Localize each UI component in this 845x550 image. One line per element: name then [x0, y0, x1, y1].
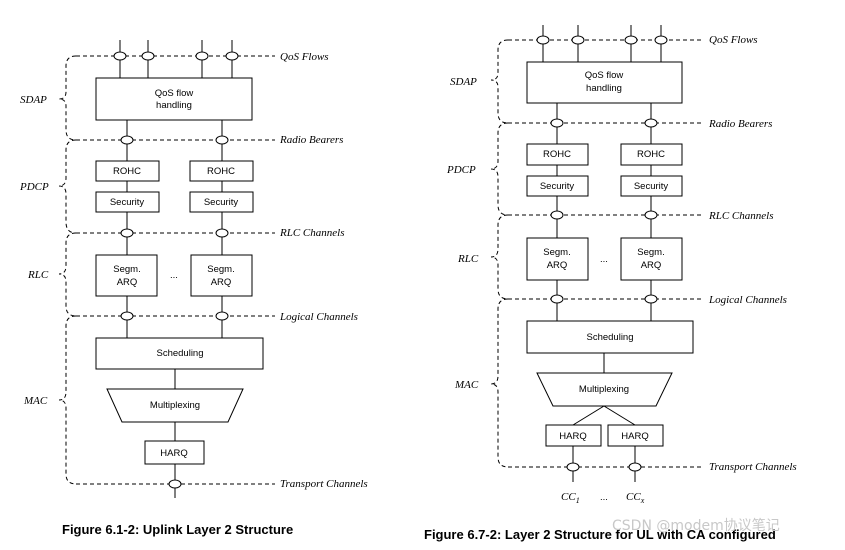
harq-box-a-2 [545, 424, 602, 447]
harq-label-a-2: HARQ [559, 431, 586, 442]
watermark: CSDN @modem协议笔记 [612, 518, 780, 534]
rohc-box-b-2 [620, 143, 683, 166]
brace-pdcp-2 [490, 122, 509, 216]
security-label-a-2: Security [540, 181, 575, 192]
harq-box-b-2 [607, 424, 664, 447]
brace-rlc [58, 232, 77, 317]
radio-bearers-label: Radio Bearers [279, 134, 343, 146]
multiplexing-trapezoid-2 [536, 372, 673, 407]
layer-label-mac: MAC [23, 395, 48, 407]
transport-channels-label: Transport Channels [280, 478, 368, 490]
multiplexing-label: Multiplexing [150, 400, 200, 411]
cc-ellipsis: ... [600, 492, 608, 503]
qos-flow-handling-box-2 [526, 61, 683, 104]
layer-label-rlc: RLC [27, 269, 49, 281]
side-braces-2 [490, 39, 509, 468]
layer-label-sdap-2: SDAP [450, 76, 477, 88]
figure-caption-1: Figure 6.1-2: Uplink Layer 2 Structure [62, 522, 293, 537]
layer-label-pdcp-2: PDCP [446, 164, 476, 176]
scheduling-box [95, 337, 264, 370]
harq-label: HARQ [160, 448, 187, 459]
qos-flow-handling-line1-2: QoS flow [585, 70, 624, 81]
radio-bearers-label-2: Radio Bearers [708, 118, 772, 130]
rohc-box-a [95, 160, 160, 182]
rlc-channels-label-2: RLC Channels [708, 210, 773, 222]
ccx-text: CC [626, 491, 641, 503]
harq-box [144, 440, 205, 465]
ccx-label: CCx [626, 491, 645, 505]
arq-label-a-2: ARQ [547, 260, 568, 271]
segm-arq-box-b [190, 254, 253, 297]
segm-label-a: Segm. [113, 264, 140, 275]
segm-label-b-2: Segm. [637, 247, 664, 258]
rohc-label-b: ROHC [207, 166, 235, 177]
segm-arq-box-b-2 [620, 237, 683, 281]
security-box-b [189, 191, 254, 213]
security-label-b-2: Security [634, 181, 669, 192]
qos-flow-handling-line2-2: handling [586, 83, 622, 94]
arq-label-a: ARQ [117, 277, 138, 288]
rohc-box-b [189, 160, 254, 182]
brace-mac-2 [490, 298, 509, 468]
logical-channels-label-2: Logical Channels [708, 294, 787, 306]
brace-sdap-2 [490, 39, 509, 124]
layer-label-sdap: SDAP [20, 94, 47, 106]
scheduling-box-2 [526, 320, 694, 354]
figure-ul-ca-layer2: SDAP PDCP RLC MAC QoS Flows Radio Bearer… [424, 25, 797, 542]
qos-flow-handling-line1: QoS flow [155, 88, 194, 99]
security-box-b-2 [620, 175, 683, 197]
segm-label-b: Segm. [207, 264, 234, 275]
rohc-label-a-2: ROHC [543, 149, 571, 160]
qos-flows-label-2: QoS Flows [709, 34, 758, 46]
security-label-b: Security [204, 197, 239, 208]
rohc-label-b-2: ROHC [637, 149, 665, 160]
qos-flows-label: QoS Flows [280, 51, 329, 63]
security-box-a-2 [526, 175, 589, 197]
layer-label-pdcp: PDCP [19, 181, 49, 193]
cc1-label: CC1 [561, 491, 580, 505]
sap-ellipses-2 [536, 35, 668, 472]
rohc-box-a-2 [526, 143, 589, 166]
brace-pdcp [58, 139, 77, 234]
brace-mac [58, 315, 77, 485]
segm-label-a-2: Segm. [543, 247, 570, 258]
rohc-label-a: ROHC [113, 166, 141, 177]
logical-channels-label: Logical Channels [279, 311, 358, 323]
security-box-a [95, 191, 160, 213]
side-braces [58, 55, 77, 485]
sap-ellipses [113, 51, 239, 489]
ccx-subscript: x [640, 496, 645, 505]
cc1-text: CC [561, 491, 576, 503]
cc1-subscript: 1 [576, 496, 580, 505]
qos-flow-handling-box [95, 77, 253, 121]
figure-caption-2: Figure 6.7-2: Layer 2 Structure for UL w… [424, 527, 776, 542]
scheduling-label-2: Scheduling [586, 332, 633, 343]
rlc-entity-ellipsis: ... [170, 270, 178, 281]
layer-label-mac-2: MAC [454, 379, 479, 391]
arq-label-b: ARQ [211, 277, 232, 288]
rlc-entity-ellipsis-2: ... [600, 254, 608, 265]
harq-label-b-2: HARQ [621, 431, 648, 442]
arq-label-b-2: ARQ [641, 260, 662, 271]
security-label-a: Security [110, 197, 145, 208]
segm-arq-box-a [95, 254, 158, 297]
multiplexing-label-2: Multiplexing [579, 384, 629, 395]
layer-label-rlc-2: RLC [457, 253, 479, 265]
qos-flow-handling-line2: handling [156, 100, 192, 111]
scheduling-label: Scheduling [156, 348, 203, 359]
brace-rlc-2 [490, 214, 509, 300]
figure-uplink-layer2: SDAP PDCP RLC MAC QoS Flows Radio Bearer… [19, 40, 368, 537]
multiplexing-trapezoid [106, 388, 244, 423]
segm-arq-box-a-2 [526, 237, 589, 281]
transport-channels-label-2: Transport Channels [709, 461, 797, 473]
brace-sdap [58, 55, 77, 141]
rlc-channels-label: RLC Channels [279, 227, 344, 239]
